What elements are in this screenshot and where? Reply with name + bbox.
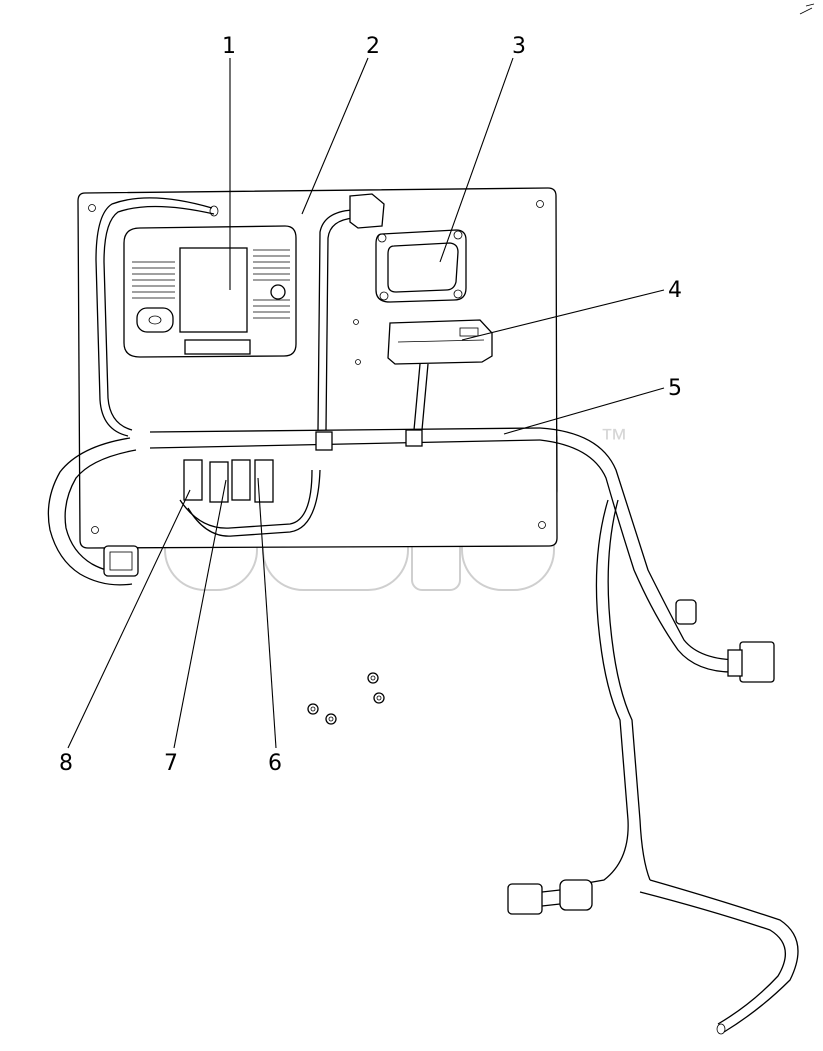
callout-8: 8: [59, 751, 73, 776]
relay-group: [179, 459, 321, 537]
callout-7: 7: [164, 751, 178, 776]
corner-mark: [799, 3, 815, 15]
switch-unit: [375, 229, 467, 303]
leader-lines: [67, 57, 665, 749]
callout-2: 2: [366, 34, 380, 59]
panel-stud: [353, 319, 359, 325]
relay-block: [387, 319, 493, 431]
watermark-trademark: ™: [600, 423, 628, 454]
connector-bottom: [507, 879, 593, 915]
hardware-nuts: [307, 672, 385, 725]
connector-right: [727, 641, 775, 683]
callout-3: 3: [512, 34, 526, 59]
callout-5: 5: [668, 376, 682, 401]
panel-stud: [355, 359, 361, 365]
panel-hole: [88, 204, 96, 212]
callout-1: 1: [222, 34, 236, 59]
callout-6: 6: [268, 751, 282, 776]
harness-upper: [95, 193, 385, 437]
callout-4: 4: [668, 278, 682, 303]
panel-hole: [91, 526, 99, 534]
connector-left: [103, 545, 139, 577]
controller-module: [123, 225, 297, 358]
panel-hole: [536, 200, 544, 208]
main-harness: [47, 427, 799, 1035]
panel-hole: [538, 521, 546, 529]
